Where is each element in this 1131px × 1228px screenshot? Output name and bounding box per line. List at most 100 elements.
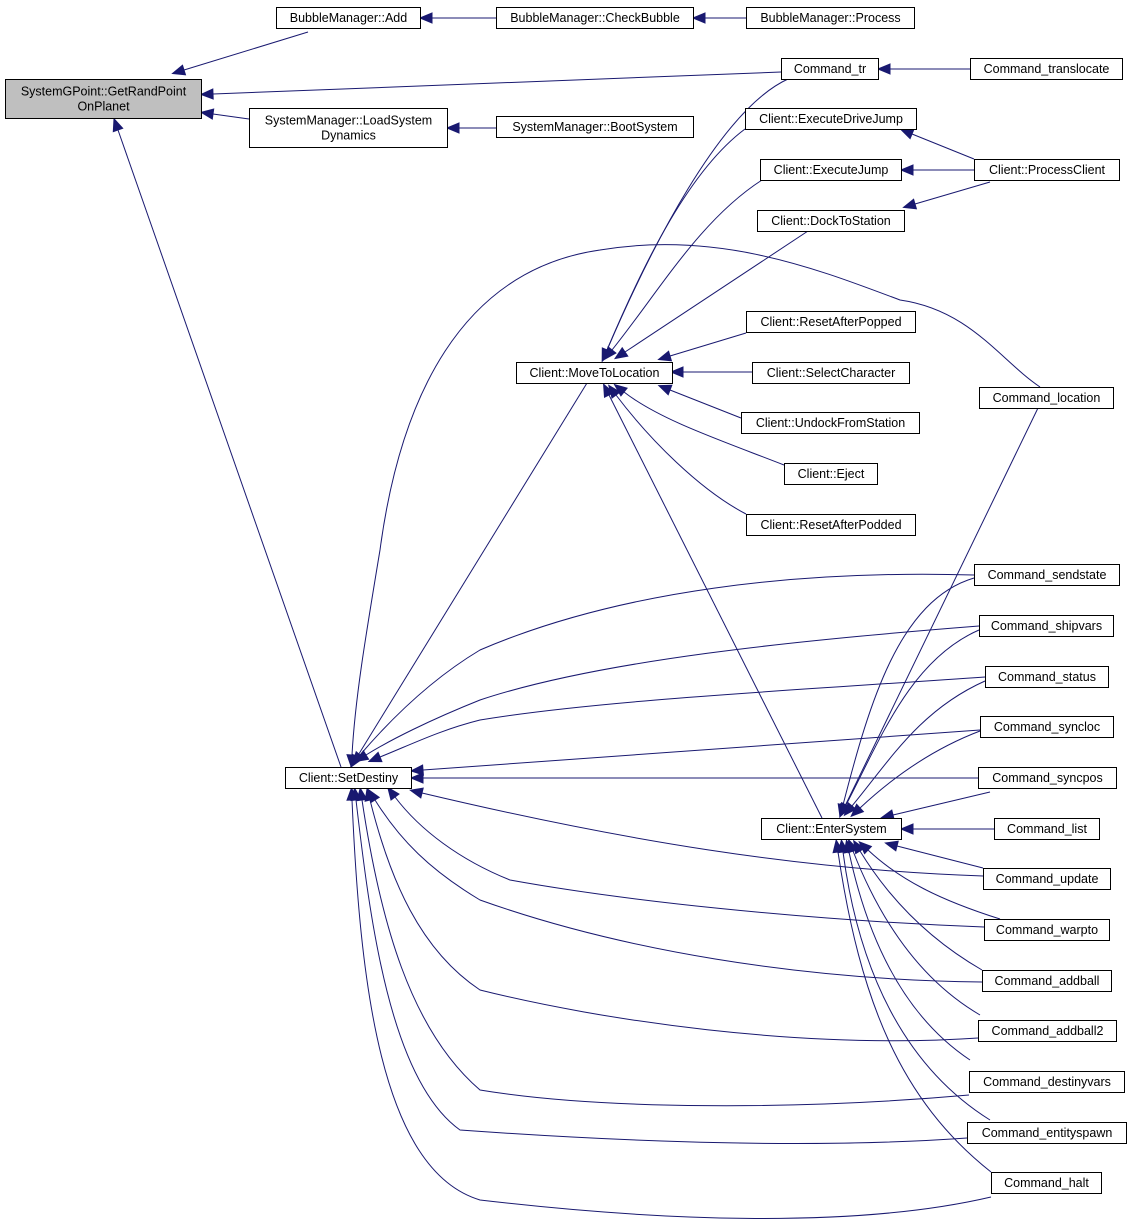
edge-cmd_syncpos-to-c_entersystem <box>880 791 991 821</box>
node-label: Command_status <box>998 670 1096 684</box>
edge-line <box>859 850 983 971</box>
node-bm-process[interactable]: BubbleManager::Process <box>746 7 915 29</box>
node-box <box>982 970 1112 992</box>
node-cmd-syncpos[interactable]: Command_syncpos <box>978 767 1117 789</box>
node-box <box>984 919 1110 941</box>
node-cmd-destinyvars[interactable]: Command_destinyvars <box>969 1071 1125 1093</box>
node-box <box>979 387 1114 409</box>
node-label: Client::SetDestiny <box>299 771 399 785</box>
node-box <box>978 767 1117 789</box>
edge-line <box>351 244 1041 756</box>
node-label: Command_entityspawn <box>982 1126 1113 1140</box>
node-c-drivejump[interactable]: Client::ExecuteDriveJump <box>745 108 917 130</box>
node-c-podded[interactable]: Client::ResetAfterPodded <box>746 514 916 536</box>
arrowhead <box>899 128 915 140</box>
node-cmd-sendstate[interactable]: Command_sendstate <box>974 564 1120 586</box>
node-box <box>249 108 448 148</box>
node-c-move[interactable]: Client::MoveToLocation <box>516 362 673 384</box>
edge-cmd_syncloc-to-c_setdestiny <box>409 729 981 776</box>
node-cmd-location[interactable]: Command_location <box>979 387 1114 409</box>
arrowhead <box>691 12 706 24</box>
node-cmd-update[interactable]: Command_update <box>983 868 1111 890</box>
arrowhead <box>367 751 383 763</box>
node-c-eject[interactable]: Client::Eject <box>784 463 878 485</box>
edge-line <box>608 394 823 819</box>
edge-cmd_warpto-to-c_setdestiny <box>387 786 985 928</box>
node-label: Dynamics <box>321 129 376 143</box>
edge-bm_process-to-bm_check <box>691 12 746 24</box>
node-c-jump[interactable]: Client::ExecuteJump <box>760 159 902 181</box>
node-sm-boot[interactable]: SystemManager::BootSystem <box>496 116 694 138</box>
node-box <box>970 58 1123 80</box>
arrowhead <box>669 366 684 378</box>
node-c-setdestiny[interactable]: Client::SetDestiny <box>285 767 412 789</box>
node-label: Client::EnterSystem <box>776 822 886 836</box>
node-box <box>991 1172 1102 1194</box>
edge-line <box>615 394 747 515</box>
arrowhead <box>445 122 460 134</box>
node-cmd-shipvars[interactable]: Command_shipvars <box>979 615 1114 637</box>
edge-line <box>374 799 983 983</box>
node-label: SystemManager::LoadSystem <box>265 114 432 128</box>
node-label: Command_addball <box>995 974 1100 988</box>
node-label: Command_syncpos <box>992 771 1102 785</box>
node-cmd-entityspawn[interactable]: Command_entityspawn <box>967 1122 1127 1144</box>
node-cmd-syncloc[interactable]: Command_syncloc <box>980 716 1114 738</box>
node-cmd-addball[interactable]: Command_addball <box>982 970 1112 992</box>
edge-c_entersystem-to-c_move <box>603 383 823 819</box>
node-c-process[interactable]: Client::ProcessClient <box>974 159 1120 181</box>
node-c-entersystem[interactable]: Client::EnterSystem <box>761 818 902 840</box>
node-label: Command_syncloc <box>994 720 1100 734</box>
arrowhead <box>843 801 857 817</box>
edge-line <box>422 729 981 771</box>
edge-line <box>911 133 975 160</box>
node-c-select[interactable]: Client::SelectCharacter <box>752 362 910 384</box>
edge-cmd_list-to-c_entersystem <box>899 823 994 835</box>
node-box <box>969 1071 1125 1093</box>
edge-line <box>351 799 992 1219</box>
node-cmd-tr[interactable]: Command_tr <box>781 58 879 80</box>
edge-sm_load-to-root <box>199 108 250 120</box>
node-c-undock[interactable]: Client::UndockFromStation <box>741 412 920 434</box>
node-label: Command_destinyvars <box>983 1075 1111 1089</box>
node-box <box>994 818 1100 840</box>
node-c-popped[interactable]: Client::ResetAfterPopped <box>746 311 916 333</box>
node-box <box>746 7 915 29</box>
node-label: Client::Eject <box>798 467 865 481</box>
edge-sm_boot-to-sm_load <box>445 122 496 134</box>
arrowhead <box>657 350 673 362</box>
arrowhead <box>603 346 617 361</box>
edge-line <box>859 730 981 809</box>
edge-line <box>848 851 971 1061</box>
node-cmd-list[interactable]: Command_list <box>994 818 1100 840</box>
edge-cmd_status-to-c_setdestiny <box>367 676 986 763</box>
edge-cmd_translocate-to-cmd_tr <box>876 63 970 75</box>
node-label: Client::MoveToLocation <box>530 366 660 380</box>
node-box <box>978 1020 1117 1042</box>
edge-bm_check-to-bm_add <box>418 12 496 24</box>
edge-line <box>669 389 742 419</box>
edge-line <box>117 129 342 768</box>
node-cmd-warpto[interactable]: Command_warpto <box>984 919 1110 941</box>
node-cmd-status[interactable]: Command_status <box>985 666 1109 688</box>
node-bm-add[interactable]: BubbleManager::Add <box>276 7 421 29</box>
node-label: Client::ResetAfterPodded <box>760 518 901 532</box>
node-cmd-translocate[interactable]: Command_translocate <box>970 58 1123 80</box>
node-cmd-halt[interactable]: Command_halt <box>991 1172 1102 1194</box>
edge-line <box>611 179 763 351</box>
node-c-dock[interactable]: Client::DockToStation <box>757 210 905 232</box>
arrowhead <box>876 63 891 75</box>
arrowhead <box>603 383 615 398</box>
edge-line <box>851 680 986 807</box>
edge-layer <box>112 12 1041 1219</box>
edge-line <box>844 407 1039 807</box>
edge-line <box>606 128 746 351</box>
edge-cmd_halt-to-c_setdestiny <box>346 786 992 1219</box>
node-bm-check[interactable]: BubbleManager::CheckBubble <box>496 7 694 29</box>
node-cmd-addball2[interactable]: Command_addball2 <box>978 1020 1117 1042</box>
arrowhead <box>902 198 918 210</box>
node-label: Client::ExecuteJump <box>774 163 889 177</box>
edge-c_popped-to-c_move <box>657 332 747 362</box>
